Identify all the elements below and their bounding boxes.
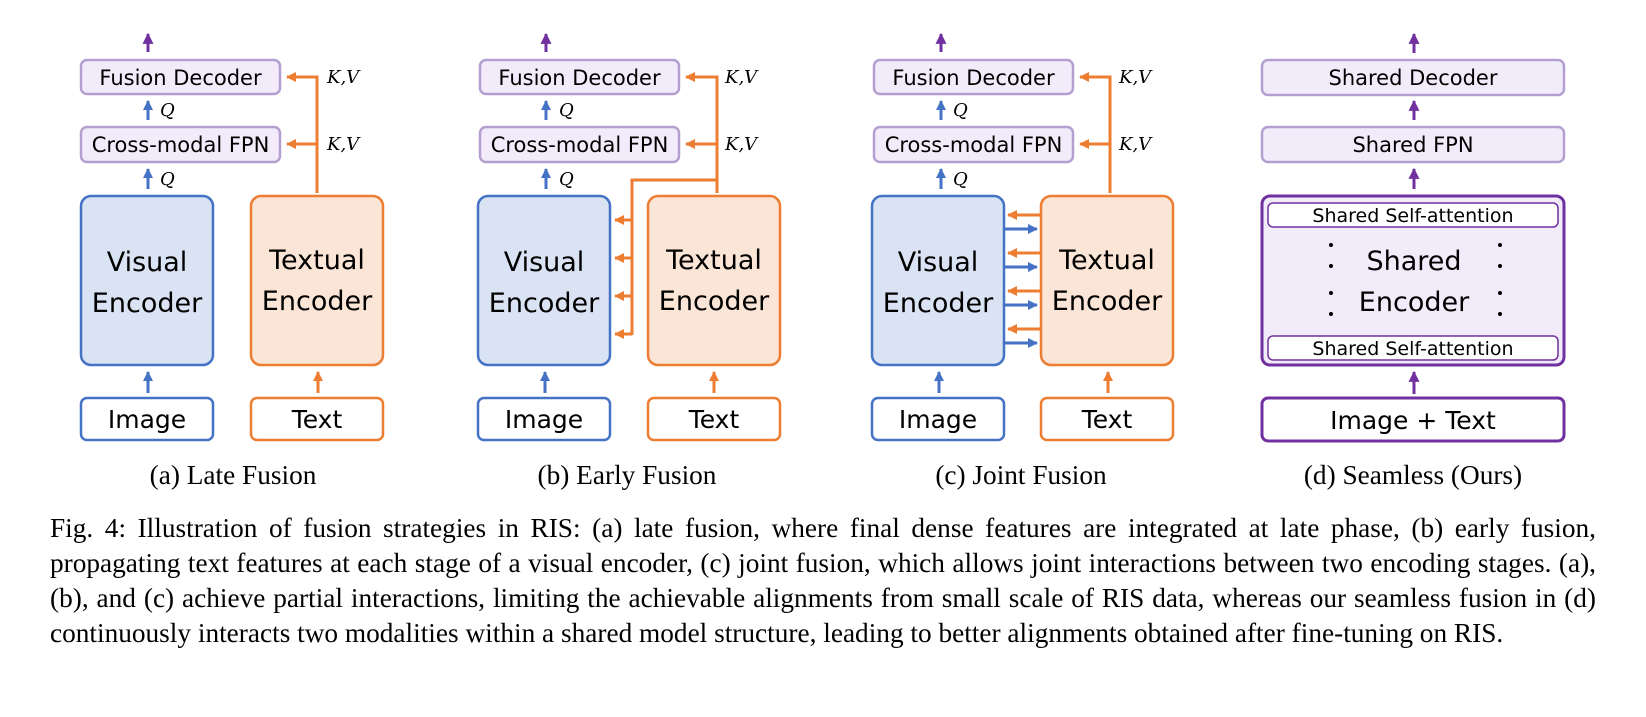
kv-label-decoder: K,V	[1118, 67, 1153, 88]
kv-path-decoder	[1079, 72, 1112, 193]
panel-c-joint-fusion: Fusion Decoder Q Cross-modal FPN Q Visua…	[870, 32, 1175, 490]
fusion-decoder-box	[79, 58, 282, 96]
fusion-decoder-box	[872, 58, 1075, 96]
ellipsis-dot	[1498, 312, 1502, 316]
subcaption-a: (a) Late Fusion	[150, 460, 317, 490]
image-label: Image	[899, 405, 977, 434]
cross-modal-fpn-box	[478, 125, 681, 164]
ellipsis-dot	[1329, 243, 1333, 247]
shared-encoder-label-1: Shared	[1366, 246, 1461, 277]
ellipsis-dot	[1329, 264, 1333, 268]
shared-decoder-label: Shared Decoder	[1329, 66, 1498, 90]
fusion-decoder-label: Fusion Decoder	[892, 66, 1055, 90]
kv-path-decoder	[286, 72, 319, 193]
textual-encoder-box	[249, 194, 385, 367]
visual-encoder-label-2: Encoder	[489, 288, 600, 319]
subcaption-d: (d) Seamless (Ours)	[1304, 460, 1522, 490]
image-text-label: Image + Text	[1330, 406, 1496, 435]
visual-encoder-label-2: Encoder	[92, 288, 203, 319]
text-box	[646, 396, 782, 442]
text-box	[249, 396, 385, 442]
cross-modal-fpn-box	[872, 125, 1075, 164]
shared-self-attention-bottom-label: Shared Self-attention	[1312, 338, 1513, 360]
image-label: Image	[108, 405, 186, 434]
q-label-lower: Q	[559, 169, 574, 190]
textual-encoder-box	[646, 194, 782, 367]
visual-encoder-box	[476, 194, 612, 367]
textual-encoder-label-1: Textual	[268, 245, 365, 276]
visual-encoder-label-1: Visual	[107, 247, 188, 278]
ellipsis-dot	[1498, 291, 1502, 295]
text-label: Text	[291, 405, 343, 434]
textual-encoder-box	[1039, 194, 1175, 367]
q-label-lower: Q	[953, 169, 968, 190]
image-label: Image	[505, 405, 583, 434]
visual-encoder-label-1: Visual	[898, 247, 979, 278]
panel-d-seamless: Shared Decoder Shared FPN Shared Self-at…	[1260, 32, 1566, 490]
textual-encoder-label-1: Textual	[1058, 245, 1155, 276]
visual-encoder-label-1: Visual	[504, 247, 585, 278]
subcaption-b: (b) Early Fusion	[538, 460, 717, 490]
visual-encoder-box	[870, 194, 1006, 367]
text-label: Text	[1081, 405, 1133, 434]
ellipsis-dot	[1329, 291, 1333, 295]
panel-a-late-fusion: Fusion Decoder Q Cross-modal FPN Q Visua…	[79, 32, 385, 490]
cross-modal-fpn-label: Cross-modal FPN	[491, 133, 669, 157]
image-box	[476, 396, 612, 442]
ellipsis-dot	[1498, 243, 1502, 247]
shared-encoder-label-2: Encoder	[1359, 287, 1470, 318]
text-box	[1039, 396, 1175, 442]
textual-encoder-label-2: Encoder	[1052, 286, 1163, 317]
ellipsis-dot	[1498, 264, 1502, 268]
kv-label-fpn: K,V	[724, 134, 759, 155]
subcaption-c: (c) Joint Fusion	[935, 460, 1107, 490]
figure-caption: Fig. 4: Illustration of fusion strategie…	[50, 513, 1596, 648]
textual-encoder-label-2: Encoder	[659, 286, 770, 317]
q-label-lower: Q	[160, 169, 175, 190]
textual-encoder-label-2: Encoder	[262, 286, 373, 317]
shared-decoder-box	[1260, 58, 1566, 97]
cross-modal-fpn-label: Cross-modal FPN	[92, 133, 270, 157]
shared-encoder-box	[1260, 194, 1566, 367]
panel-b-early-fusion: Fusion Decoder Q Cross-modal FPN Q Visua…	[476, 32, 782, 490]
q-label-upper: Q	[160, 100, 175, 121]
visual-encoder-label-2: Encoder	[883, 288, 994, 319]
cross-modal-fpn-box	[79, 125, 282, 164]
kv-label-decoder: K,V	[724, 67, 759, 88]
shared-fpn-box	[1260, 125, 1566, 164]
kv-label-decoder: K,V	[326, 67, 361, 88]
text-label: Text	[688, 405, 740, 434]
ellipsis-dot	[1329, 312, 1333, 316]
kv-label-fpn: K,V	[326, 134, 361, 155]
q-label-upper: Q	[559, 100, 574, 121]
image-box	[79, 396, 215, 442]
cross-modal-fpn-label: Cross-modal FPN	[885, 133, 1063, 157]
shared-self-attention-top	[1267, 202, 1559, 228]
shared-self-attention-bottom	[1267, 335, 1559, 361]
kv-label-fpn: K,V	[1118, 134, 1153, 155]
shared-self-attention-top-label: Shared Self-attention	[1312, 205, 1513, 227]
visual-encoder-box	[79, 194, 215, 367]
image-text-box	[1260, 396, 1566, 443]
fusion-decoder-label: Fusion Decoder	[498, 66, 661, 90]
textual-encoder-label-1: Textual	[665, 245, 762, 276]
fusion-decoder-label: Fusion Decoder	[99, 66, 262, 90]
kv-path-decoder	[685, 72, 719, 193]
image-box	[870, 396, 1006, 442]
fusion-decoder-box	[478, 58, 681, 96]
shared-fpn-label: Shared FPN	[1352, 133, 1473, 157]
q-label-upper: Q	[953, 100, 968, 121]
